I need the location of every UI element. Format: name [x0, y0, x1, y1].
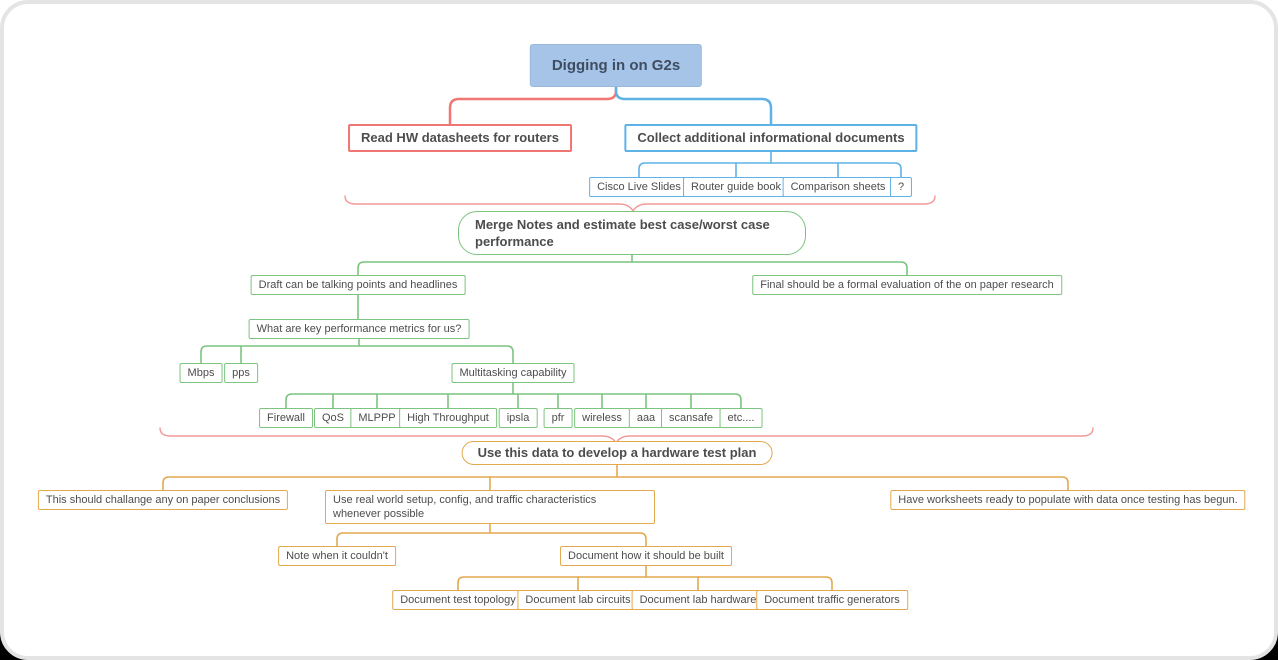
topic-challenge-conclusions[interactable]: This should challange any on paper concl…: [37, 490, 289, 510]
topic-document-lab-circuits[interactable]: Document lab circuits: [517, 590, 639, 610]
topic-real-world-setup[interactable]: Use real world setup, config, and traffi…: [325, 490, 655, 524]
topic-merge-notes[interactable]: Merge Notes and estimate best case/worst…: [458, 211, 806, 255]
topic-firewall[interactable]: Firewall: [259, 408, 313, 428]
topic-ipsla[interactable]: ipsla: [498, 408, 538, 428]
topic-comparison-sheets[interactable]: Comparison sheets: [782, 177, 894, 197]
branch-root-to-read-hw: [448, 85, 618, 126]
branch-testplan-children: [162, 462, 1069, 591]
topic-cisco-live-slides[interactable]: Cisco Live Slides: [589, 177, 689, 197]
topic-high-throughput[interactable]: High Throughput: [399, 408, 497, 428]
topic-draft-talking-points[interactable]: Draft can be talking points and headline…: [250, 275, 466, 295]
topic-etc[interactable]: etc....: [719, 408, 763, 428]
topic-pfr[interactable]: pfr: [543, 408, 573, 428]
topic-read-hw-datasheets[interactable]: Read HW datasheets for routers: [348, 124, 572, 152]
branch-collect-children: [638, 149, 902, 178]
topic-document-traffic-generators[interactable]: Document traffic generators: [756, 590, 908, 610]
topic-key-performance-metrics[interactable]: What are key performance metrics for us?: [248, 319, 470, 339]
branch-root-to-collect: [614, 85, 773, 126]
topic-pps[interactable]: pps: [224, 363, 258, 383]
topic-mlppp[interactable]: MLPPP: [350, 408, 404, 428]
topic-root[interactable]: Digging in on G2s: [529, 44, 703, 87]
topic-hardware-test-plan[interactable]: Use this data to develop a hardware test…: [461, 441, 773, 465]
branch-merge-children: [200, 248, 908, 409]
topic-qos[interactable]: QoS: [313, 408, 353, 428]
topic-scansafe[interactable]: scansafe: [660, 408, 722, 428]
summary-brace-top: [344, 195, 936, 213]
topic-aaa[interactable]: aaa: [628, 408, 664, 428]
topic-collect-documents[interactable]: Collect additional informational documen…: [624, 124, 918, 152]
topic-wireless[interactable]: wireless: [574, 408, 630, 428]
topic-document-lab-hardware[interactable]: Document lab hardware: [631, 590, 765, 610]
topic-unknown-doc[interactable]: ?: [889, 177, 913, 197]
topic-multitasking-capability[interactable]: Multitasking capability: [451, 363, 575, 383]
topic-mbps[interactable]: Mbps: [179, 363, 223, 383]
topic-final-formal-evaluation[interactable]: Final should be a formal evaluation of t…: [752, 275, 1062, 295]
topic-note-when-couldnt[interactable]: Note when it couldn't: [278, 546, 396, 566]
topic-worksheets-ready[interactable]: Have worksheets ready to populate with d…: [890, 490, 1246, 510]
topic-document-test-topology[interactable]: Document test topology: [392, 590, 524, 610]
topic-router-guide-book[interactable]: Router guide book: [683, 177, 789, 197]
topic-document-how-built[interactable]: Document how it should be built: [560, 546, 732, 566]
